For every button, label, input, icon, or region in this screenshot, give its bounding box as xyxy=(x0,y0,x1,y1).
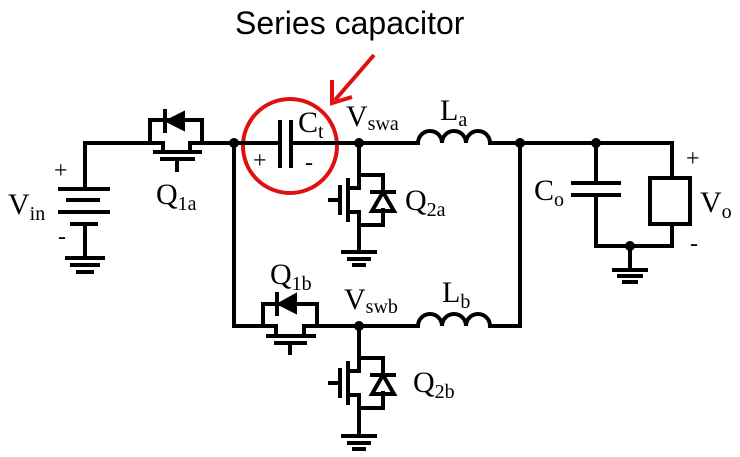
vo-label: Vo xyxy=(700,186,732,223)
annotation-title: Series capacitor xyxy=(235,5,465,41)
q1b-mosfet xyxy=(232,292,361,355)
q2b-label: Q2b xyxy=(413,366,455,403)
q2a-label: Q2a xyxy=(405,184,446,221)
co-capacitor xyxy=(571,141,674,248)
la-label: La xyxy=(440,94,467,131)
q2a-mosfet xyxy=(328,141,398,267)
lb-inductor xyxy=(357,312,522,328)
lb-label: Lb xyxy=(442,276,470,313)
vswa-label: Vswa xyxy=(346,100,399,135)
vo-plus: + xyxy=(686,146,700,172)
q1a-label: Q1a xyxy=(156,178,197,215)
vin-battery xyxy=(58,141,154,274)
annotation-arrow xyxy=(330,53,376,106)
ground-out-icon xyxy=(612,244,648,284)
highlight-circle xyxy=(241,97,339,195)
ct-capacitor xyxy=(232,120,361,168)
q1b-label: Q1b xyxy=(270,258,312,295)
q1a-mosfet xyxy=(148,109,236,172)
ct-plus: + xyxy=(253,148,267,174)
ct-minus: - xyxy=(305,150,313,176)
co-label: Co xyxy=(534,174,564,211)
ct-label: Ct xyxy=(298,106,324,143)
vin-plus: + xyxy=(54,158,68,184)
vin-minus: - xyxy=(58,224,66,250)
q2b-mosfet xyxy=(328,324,398,451)
vo-minus: - xyxy=(690,231,698,257)
vswb-label: Vswb xyxy=(344,283,398,318)
vin-label: Vin xyxy=(8,188,45,225)
vo-load xyxy=(648,141,692,248)
